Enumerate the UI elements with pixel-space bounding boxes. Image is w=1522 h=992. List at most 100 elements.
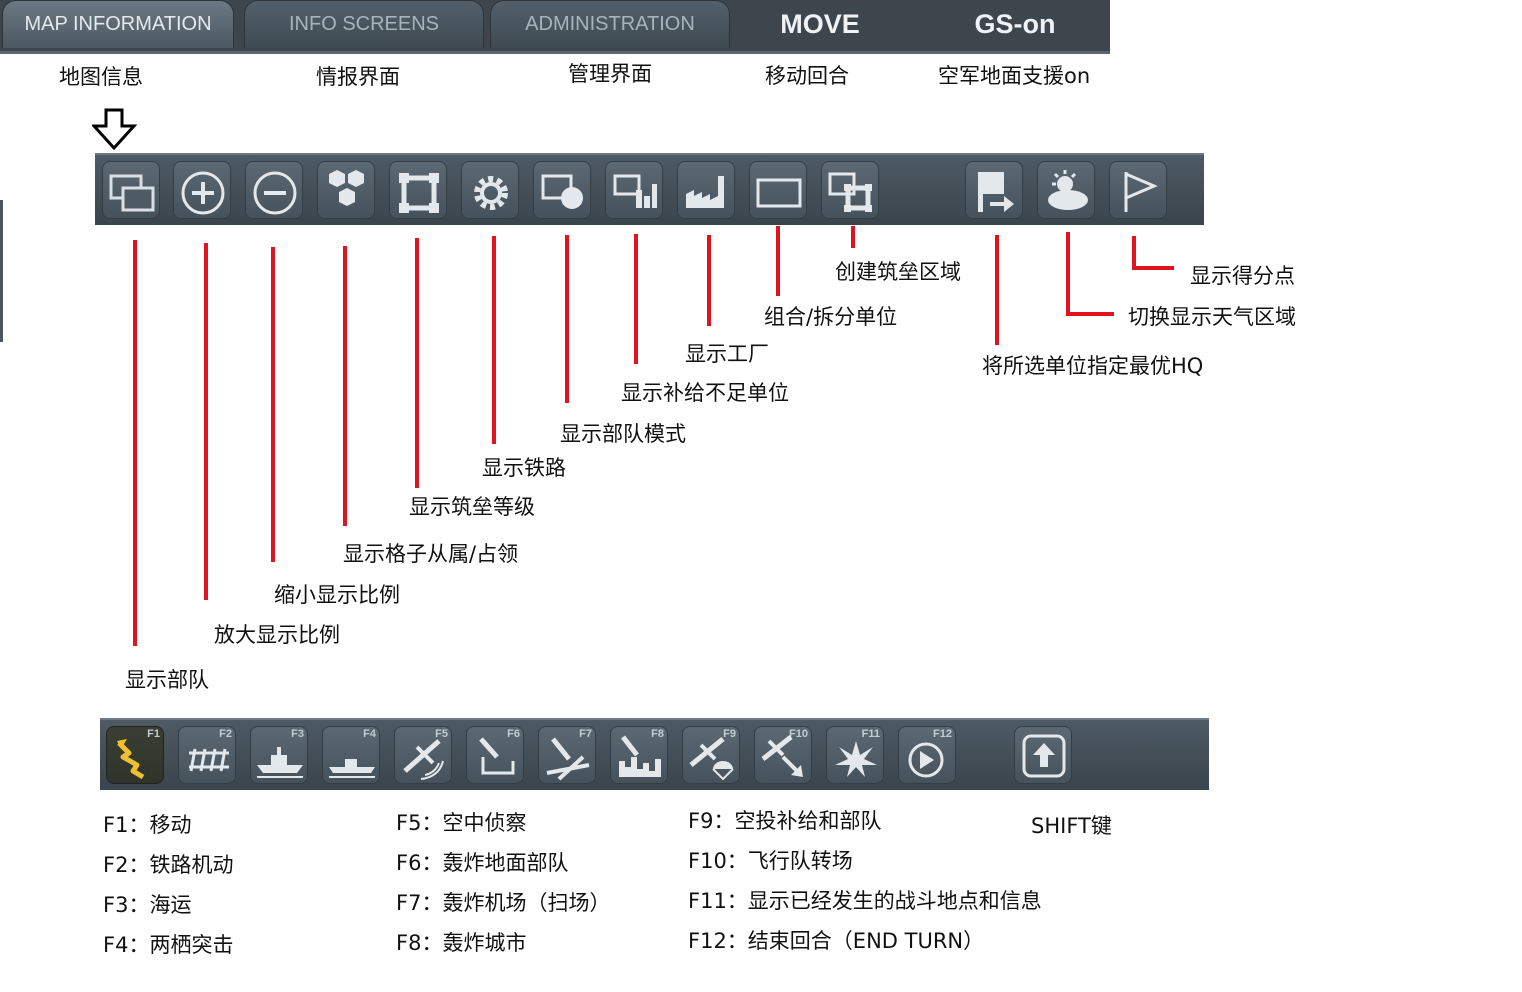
connector-factories bbox=[707, 235, 711, 326]
supply-bars-icon bbox=[613, 174, 657, 208]
label-fort-level: 显示筑垒等级 bbox=[409, 495, 535, 519]
connector-weather-h bbox=[1066, 312, 1114, 316]
f5-key-label: F5 bbox=[435, 728, 448, 740]
f12-key-label: F12 bbox=[933, 728, 952, 740]
fort-level-button[interactable] bbox=[389, 161, 447, 219]
f3-key-label: F3 bbox=[291, 728, 304, 740]
tab-info-screens[interactable]: INFO SCREENS bbox=[244, 0, 484, 48]
f12-end-turn-button[interactable]: F12 bbox=[898, 726, 956, 784]
legend-f2: F2：铁路机动 bbox=[103, 853, 234, 877]
connector-show-units bbox=[133, 240, 137, 646]
landing-ship-icon bbox=[329, 759, 375, 778]
unit-mode-button[interactable] bbox=[533, 161, 591, 219]
connector-victory-points bbox=[1132, 236, 1136, 270]
f11-combat-report-button[interactable]: F11 bbox=[826, 726, 884, 784]
tab-map-information[interactable]: MAP INFORMATION bbox=[2, 0, 234, 48]
show-units-button[interactable] bbox=[102, 161, 160, 219]
legend-f12: F12：结束回合（END TURN） bbox=[688, 929, 985, 953]
f7-airfield-sweep-button[interactable]: F7 bbox=[538, 726, 596, 784]
hexagons-icon bbox=[329, 170, 364, 206]
left-edge-divider bbox=[0, 200, 3, 342]
sun-cloud-icon bbox=[1048, 170, 1088, 210]
f2-key-label: F2 bbox=[219, 728, 232, 740]
label-show-units: 显示部队 bbox=[125, 668, 209, 692]
weather-button[interactable] bbox=[1037, 161, 1095, 219]
label-zoom-in: 放大显示比例 bbox=[214, 623, 340, 647]
f10-key-label: F10 bbox=[789, 728, 808, 740]
f5-air-recon-button[interactable]: F5 bbox=[394, 726, 452, 784]
caption-info-screens: 情报界面 bbox=[316, 65, 400, 89]
legend-f8: F8：轰炸城市 bbox=[396, 931, 527, 955]
rail-button[interactable] bbox=[461, 161, 519, 219]
move-phase-label[interactable]: MOVE bbox=[780, 8, 860, 39]
label-combine-split: 组合/拆分单位 bbox=[764, 305, 898, 329]
f9-airdrop-button[interactable]: F9 bbox=[682, 726, 740, 784]
legend-f6: F6：轰炸地面部队 bbox=[396, 851, 569, 875]
legend-f9: F9：空投补给和部队 bbox=[688, 809, 882, 833]
city-bomb-icon bbox=[619, 735, 661, 777]
explosion-icon bbox=[835, 741, 877, 777]
f4-amphibious-button[interactable]: F4 bbox=[322, 726, 380, 784]
label-low-supply: 显示补给不足单位 bbox=[621, 381, 789, 405]
connector-low-supply bbox=[634, 234, 638, 364]
f8-bomb-city-button[interactable]: F8 bbox=[610, 726, 668, 784]
legend-f4: F4：两栖突击 bbox=[103, 933, 234, 957]
low-supply-button[interactable] bbox=[605, 161, 663, 219]
f6-bomb-ground-button[interactable]: F6 bbox=[466, 726, 524, 784]
connector-zoom-out bbox=[271, 247, 275, 562]
rail-track-icon bbox=[189, 748, 229, 772]
connector-create-fort-zone bbox=[851, 226, 855, 248]
fort-zone-icon bbox=[828, 172, 872, 212]
zoom-out-button[interactable] bbox=[245, 161, 303, 219]
gear-icon bbox=[474, 176, 508, 210]
parachute-plane-icon bbox=[689, 737, 734, 781]
label-hex-control: 显示格子从属/占领 bbox=[343, 542, 519, 566]
ground-support-toggle[interactable]: GS-on bbox=[974, 8, 1056, 39]
zoom-in-button[interactable] bbox=[173, 161, 231, 219]
label-unit-mode: 显示部队模式 bbox=[560, 422, 686, 446]
factories-button[interactable] bbox=[677, 161, 735, 219]
create-fort-zone-button[interactable] bbox=[821, 161, 879, 219]
victory-points-button[interactable] bbox=[1109, 161, 1167, 219]
f3-sea-transport-button[interactable]: F3 bbox=[250, 726, 308, 784]
hex-control-button[interactable] bbox=[317, 161, 375, 219]
legend-f3: F3：海运 bbox=[103, 893, 192, 917]
f9-key-label: F9 bbox=[723, 728, 736, 740]
f1-move-button[interactable]: F1 bbox=[106, 726, 164, 784]
connector-rail bbox=[492, 236, 496, 444]
assign-hq-button[interactable] bbox=[965, 161, 1023, 219]
airfield-attack-icon bbox=[546, 737, 590, 781]
shift-up-arrow-icon bbox=[1022, 734, 1066, 778]
plus-circle-icon bbox=[181, 171, 225, 215]
stacked-windows-icon bbox=[109, 174, 155, 212]
legend-f10: F10：飞行队转场 bbox=[688, 849, 853, 873]
shift-key-button[interactable] bbox=[1014, 726, 1072, 784]
rebase-plane-icon bbox=[761, 735, 803, 777]
f4-key-label: F4 bbox=[363, 728, 376, 740]
label-weather: 切换显示天气区域 bbox=[1128, 305, 1296, 329]
legend-f1: F1：移动 bbox=[103, 813, 192, 837]
flag-icon bbox=[1124, 172, 1158, 212]
connector-victory-points-h bbox=[1132, 266, 1174, 270]
label-rail: 显示铁路 bbox=[482, 456, 566, 480]
combine-split-button[interactable] bbox=[749, 161, 807, 219]
connector-zoom-in bbox=[204, 243, 208, 600]
caption-administration: 管理界面 bbox=[568, 62, 652, 86]
top-tab-bar: MAP INFORMATION INFO SCREENS ADMINISTRAT… bbox=[0, 0, 1110, 54]
f6-key-label: F6 bbox=[507, 728, 520, 740]
tab-administration[interactable]: ADMINISTRATION bbox=[490, 0, 730, 48]
factory-icon bbox=[686, 176, 724, 208]
f1-key-label: F1 bbox=[147, 728, 160, 740]
f10-rebase-button[interactable]: F10 bbox=[754, 726, 812, 784]
caption-map-information: 地图信息 bbox=[59, 65, 143, 89]
move-arrow-icon bbox=[117, 739, 145, 780]
legend-f5: F5：空中侦察 bbox=[396, 811, 527, 835]
f11-key-label: F11 bbox=[861, 728, 880, 740]
label-zoom-out: 缩小显示比例 bbox=[274, 583, 400, 607]
label-factories: 显示工厂 bbox=[685, 342, 769, 366]
f2-rail-move-button[interactable]: F2 bbox=[178, 726, 236, 784]
rectangle-icon bbox=[756, 178, 802, 208]
ground-attack-icon bbox=[479, 737, 515, 775]
end-turn-icon bbox=[908, 742, 944, 778]
label-create-fort-zone: 创建筑垒区域 bbox=[835, 260, 961, 284]
